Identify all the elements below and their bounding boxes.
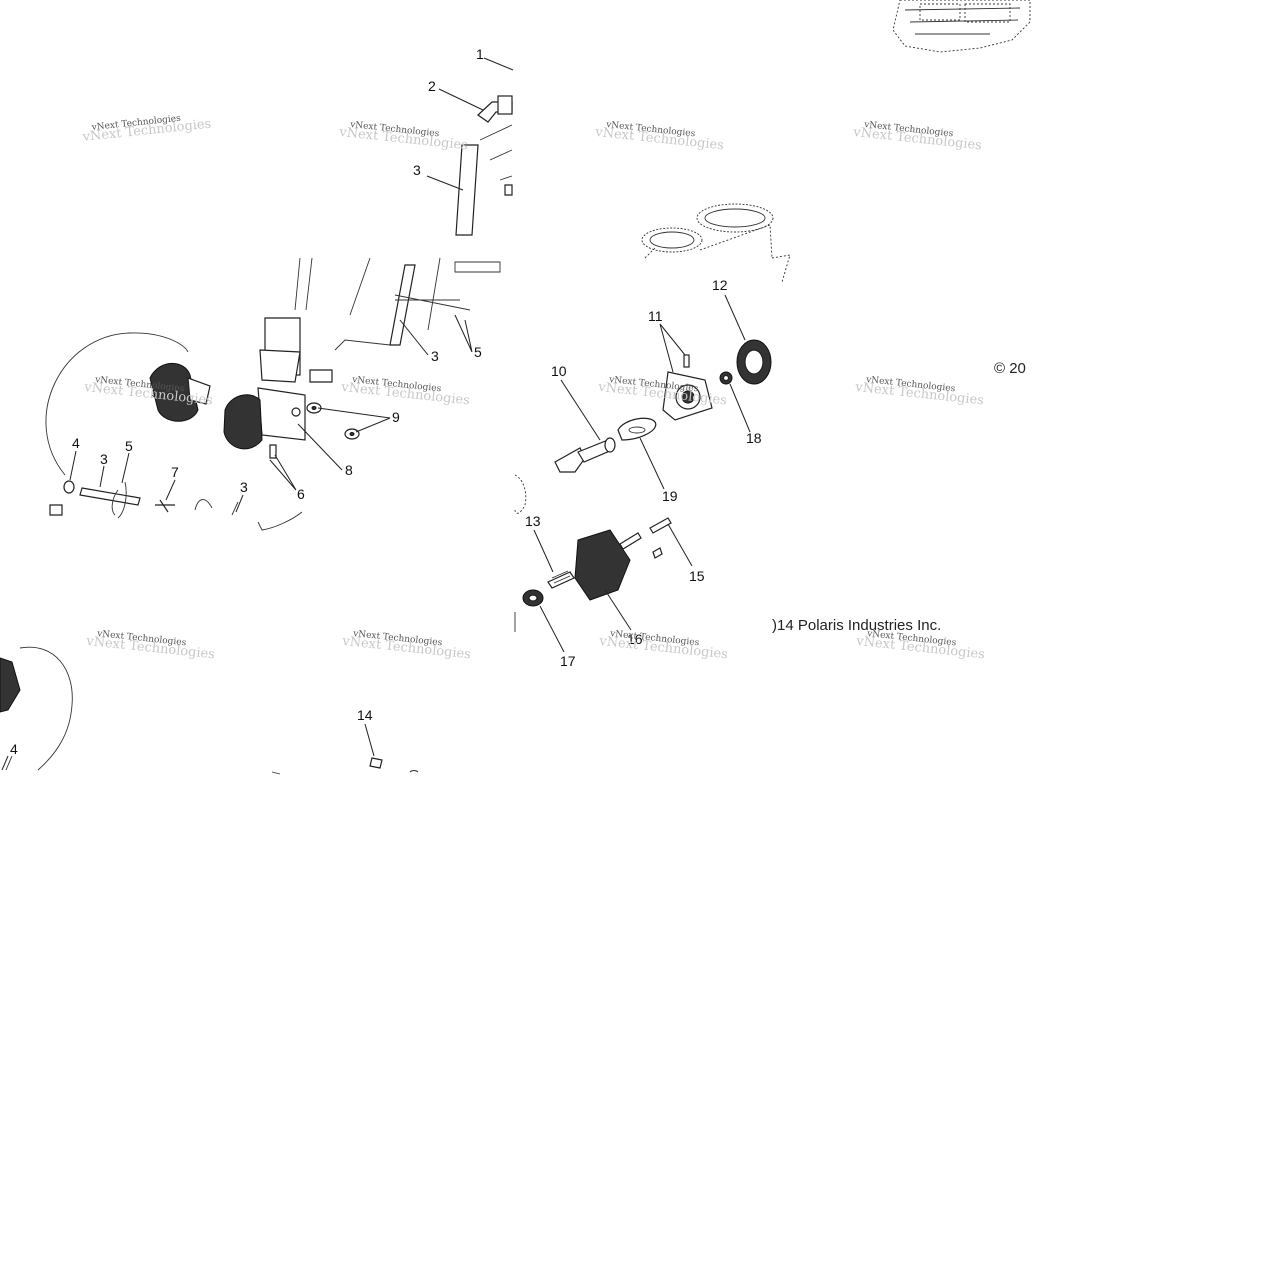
callout-14: 14 bbox=[357, 707, 373, 723]
washers-item-9 bbox=[306, 402, 360, 440]
rod-wiring-center bbox=[294, 257, 501, 351]
oil-pump-lower-left bbox=[0, 646, 73, 771]
copyright-fragment-top: © 20 bbox=[994, 360, 1026, 377]
engine-block-fragment bbox=[892, 0, 1031, 53]
hose-assembly-top bbox=[455, 95, 513, 236]
callout-3-lower: 3 bbox=[240, 479, 248, 495]
callout-17: 17 bbox=[560, 653, 576, 669]
pump-cover-assembly bbox=[514, 474, 672, 632]
copyright-fragment-bottom: )14 Polaris Industries Inc. bbox=[772, 617, 941, 634]
copyright-notice: © 20 )14 Polaris Industries Inc. bbox=[772, 360, 1026, 634]
callout-3-left: 3 bbox=[100, 451, 108, 467]
callout-18: 18 bbox=[746, 430, 762, 446]
callout-3-top: 3 bbox=[413, 162, 421, 178]
callout-7: 7 bbox=[171, 464, 179, 480]
callout-6: 6 bbox=[297, 486, 305, 502]
callout-3-center: 3 bbox=[431, 348, 439, 364]
leader-lines bbox=[1, 57, 751, 771]
bolt-item-14 bbox=[271, 757, 419, 775]
callout-12: 12 bbox=[712, 277, 728, 293]
callout-4-lower: 4 bbox=[10, 741, 18, 757]
callout-11: 11 bbox=[648, 308, 663, 324]
oil-pump-left bbox=[45, 332, 303, 531]
callout-15: 15 bbox=[689, 568, 705, 584]
callout-2: 2 bbox=[428, 78, 436, 94]
callout-9: 9 bbox=[392, 409, 400, 425]
watermarks: vNext Technologies vNext Technologies vN… bbox=[81, 114, 986, 663]
callout-1: 1 bbox=[476, 46, 484, 62]
oil-pump-body bbox=[223, 317, 333, 459]
callout-10: 10 bbox=[551, 363, 567, 379]
callout-19: 19 bbox=[662, 488, 678, 504]
callout-16: 16 bbox=[627, 631, 643, 647]
callout-4-upper: 4 bbox=[72, 435, 80, 451]
callout-5-center: 5 bbox=[474, 344, 482, 360]
callout-8: 8 bbox=[345, 462, 353, 478]
pump-drive-assembly bbox=[554, 339, 772, 473]
callout-labels: 1 2 3 3 3 3 4 4 5 5 6 7 8 9 10 11 12 13 … bbox=[10, 46, 762, 757]
callout-13: 13 bbox=[525, 513, 541, 529]
callout-5-left: 5 bbox=[125, 438, 133, 454]
cylinder-fragment bbox=[641, 203, 791, 283]
